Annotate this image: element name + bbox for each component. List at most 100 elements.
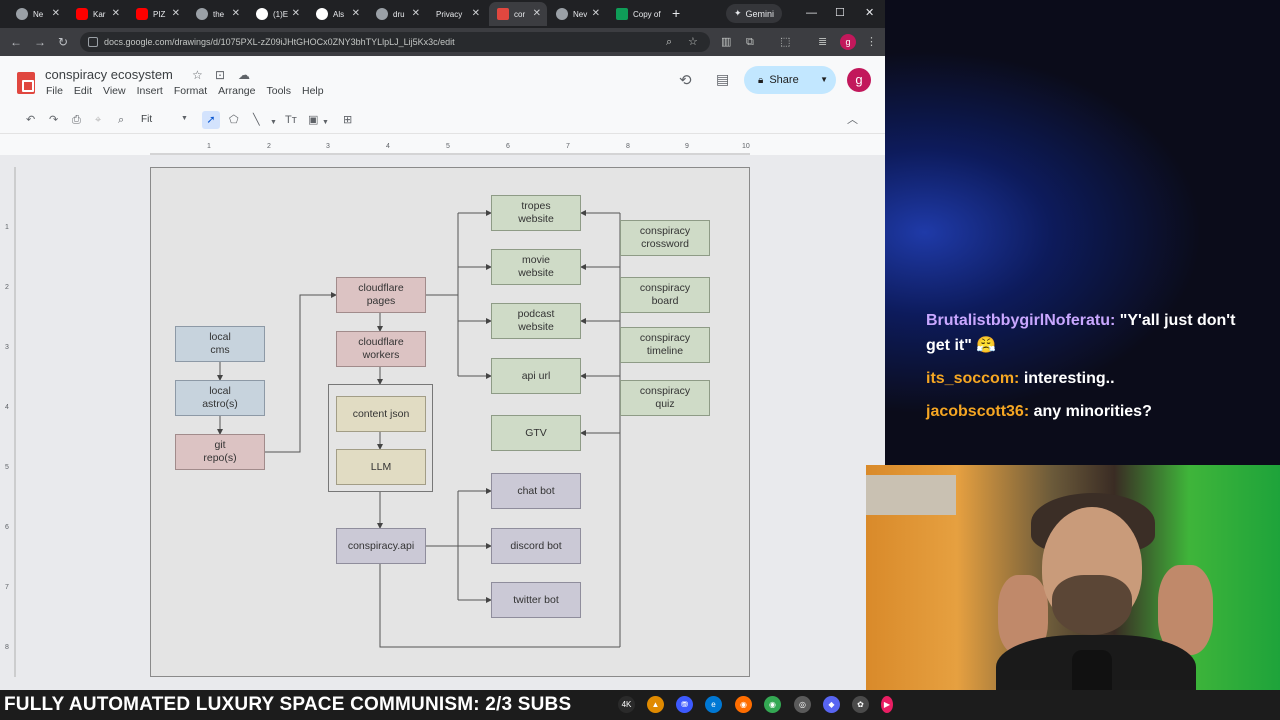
close-icon[interactable]: ✕ xyxy=(231,8,240,19)
extensions-icon[interactable]: ⧉ xyxy=(746,36,754,48)
close-icon[interactable]: ✕ xyxy=(532,8,541,19)
browser-tab[interactable]: (1)E✕ xyxy=(248,2,306,26)
site-info-icon[interactable] xyxy=(88,37,98,47)
obs-icon[interactable]: ◎ xyxy=(794,696,811,713)
chevron-down-icon[interactable]: ▼ xyxy=(820,75,828,84)
screenshot-icon[interactable]: ⬚ xyxy=(780,36,791,48)
chrome-icon[interactable]: ◉ xyxy=(764,696,781,713)
reload-icon[interactable]: ↻ xyxy=(58,35,69,49)
url-input[interactable]: docs.google.com/drawings/d/1075PXL-zZ09i… xyxy=(80,32,710,52)
browser-tab[interactable]: PIZ✕ xyxy=(128,2,186,26)
processing-group-frame[interactable] xyxy=(328,384,433,492)
menu-file[interactable]: File xyxy=(46,85,63,97)
star-icon[interactable]: ☆ xyxy=(192,68,203,82)
gemini-button[interactable]: ✦Gemini xyxy=(726,4,783,23)
zoom-select[interactable]: Fit xyxy=(141,114,153,125)
text-box-icon[interactable]: Tт xyxy=(285,114,297,126)
share-button[interactable]: 🔒︎ Share ▼ xyxy=(744,66,836,94)
collapse-toolbar-icon[interactable]: ︿ xyxy=(847,114,858,126)
close-window-icon[interactable]: ✕ xyxy=(865,7,875,19)
menu-insert[interactable]: Insert xyxy=(136,85,163,97)
account-avatar[interactable]: g xyxy=(847,68,871,92)
node-discord-bot[interactable]: discord bot xyxy=(491,528,581,564)
redo-icon[interactable]: ↷ xyxy=(49,114,59,126)
close-icon[interactable]: ✕ xyxy=(411,8,420,19)
chevron-down-icon[interactable]: ▼ xyxy=(270,119,277,126)
close-icon[interactable]: ✕ xyxy=(471,8,480,19)
move-folder-icon[interactable]: ⊡ xyxy=(215,68,226,82)
menu-edit[interactable]: Edit xyxy=(73,85,93,97)
close-icon[interactable]: ✕ xyxy=(51,8,60,19)
node-chat-bot[interactable]: chat bot xyxy=(491,473,581,509)
settings-icon[interactable]: ✿ xyxy=(852,696,869,713)
comments-icon[interactable]: ▤ xyxy=(716,71,730,87)
browser-tab[interactable]: Nev✕ xyxy=(548,2,606,26)
browser-tab-active[interactable]: cor✕ xyxy=(489,2,547,26)
browser-tab[interactable]: dru✕ xyxy=(368,2,426,26)
chevron-down-icon[interactable]: ▼ xyxy=(322,119,329,126)
zoom-icon[interactable]: ⌕ xyxy=(666,36,673,48)
maximize-icon[interactable]: ☐ xyxy=(835,7,845,19)
node-content-json[interactable]: content json xyxy=(336,396,426,432)
4k-app-icon[interactable]: 4K xyxy=(618,696,635,713)
media-icon[interactable]: ≣ xyxy=(818,36,828,48)
image-icon[interactable]: ▣ xyxy=(308,114,319,126)
forward-icon[interactable]: → xyxy=(34,35,46,49)
chevron-down-icon[interactable]: ▼ xyxy=(181,115,188,122)
line-tool-icon[interactable]: ╲ xyxy=(253,114,260,126)
browser-tab[interactable]: Copy of xyxy=(608,2,666,26)
zoom-tool-icon[interactable]: ⌕ xyxy=(118,114,125,126)
tray-app-icon[interactable]: ⛃ xyxy=(676,696,693,713)
edge-icon[interactable]: e xyxy=(705,696,722,713)
shape-tool-icon[interactable]: ⬠ xyxy=(229,114,239,126)
menu-tools[interactable]: Tools xyxy=(266,85,291,97)
node-twitter-bot[interactable]: twitter bot xyxy=(491,582,581,618)
new-tab-button[interactable]: + xyxy=(672,5,681,21)
undo-icon[interactable]: ↶ xyxy=(26,114,36,126)
close-icon[interactable]: ✕ xyxy=(111,8,120,19)
select-cursor-icon[interactable]: ➚ xyxy=(202,111,220,129)
profile-avatar[interactable]: g xyxy=(840,34,856,50)
minimize-icon[interactable]: — xyxy=(806,7,817,19)
node-gtv[interactable]: GTV xyxy=(491,415,581,451)
menu-view[interactable]: View xyxy=(103,85,126,97)
menu-help[interactable]: Help xyxy=(302,85,324,97)
menu-kebab-icon[interactable]: ⋮ xyxy=(866,36,877,48)
close-icon[interactable]: ✕ xyxy=(591,8,600,19)
document-title[interactable]: conspiracy ecosystem xyxy=(45,67,173,82)
paint-format-icon[interactable]: ⌖ xyxy=(95,114,102,126)
node-conspiracy-api[interactable]: conspiracy.api xyxy=(336,528,426,564)
bookmark-star-icon[interactable]: ☆ xyxy=(688,36,698,48)
vlc-icon[interactable]: ▲ xyxy=(647,696,664,713)
node-api-url[interactable]: api url xyxy=(491,358,581,394)
back-icon[interactable]: ← xyxy=(10,35,22,49)
firefox-icon[interactable]: ◉ xyxy=(735,696,752,713)
browser-tab[interactable]: Privacy✕ xyxy=(428,2,486,26)
media-player-icon[interactable]: ▶ xyxy=(881,696,893,713)
drawings-logo-icon[interactable] xyxy=(17,72,35,94)
close-icon[interactable]: ✕ xyxy=(291,8,300,19)
browser-tab[interactable]: Ne✕ xyxy=(8,2,66,26)
print-icon[interactable]: ⎙ xyxy=(72,114,81,126)
discord-icon[interactable]: ◆ xyxy=(823,696,840,713)
node-llm[interactable]: LLM xyxy=(336,449,426,485)
close-icon[interactable]: ✕ xyxy=(171,8,180,19)
browser-tab[interactable]: Als✕ xyxy=(308,2,366,26)
menu-arrange[interactable]: Arrange xyxy=(218,85,256,97)
reading-list-icon[interactable]: ▥ xyxy=(721,36,732,48)
cloud-status-icon[interactable]: ☁ xyxy=(238,68,250,82)
menu-format[interactable]: Format xyxy=(173,85,208,97)
version-history-icon[interactable]: ⟲ xyxy=(679,72,692,89)
add-comment-icon[interactable]: ⊞ xyxy=(343,114,353,126)
